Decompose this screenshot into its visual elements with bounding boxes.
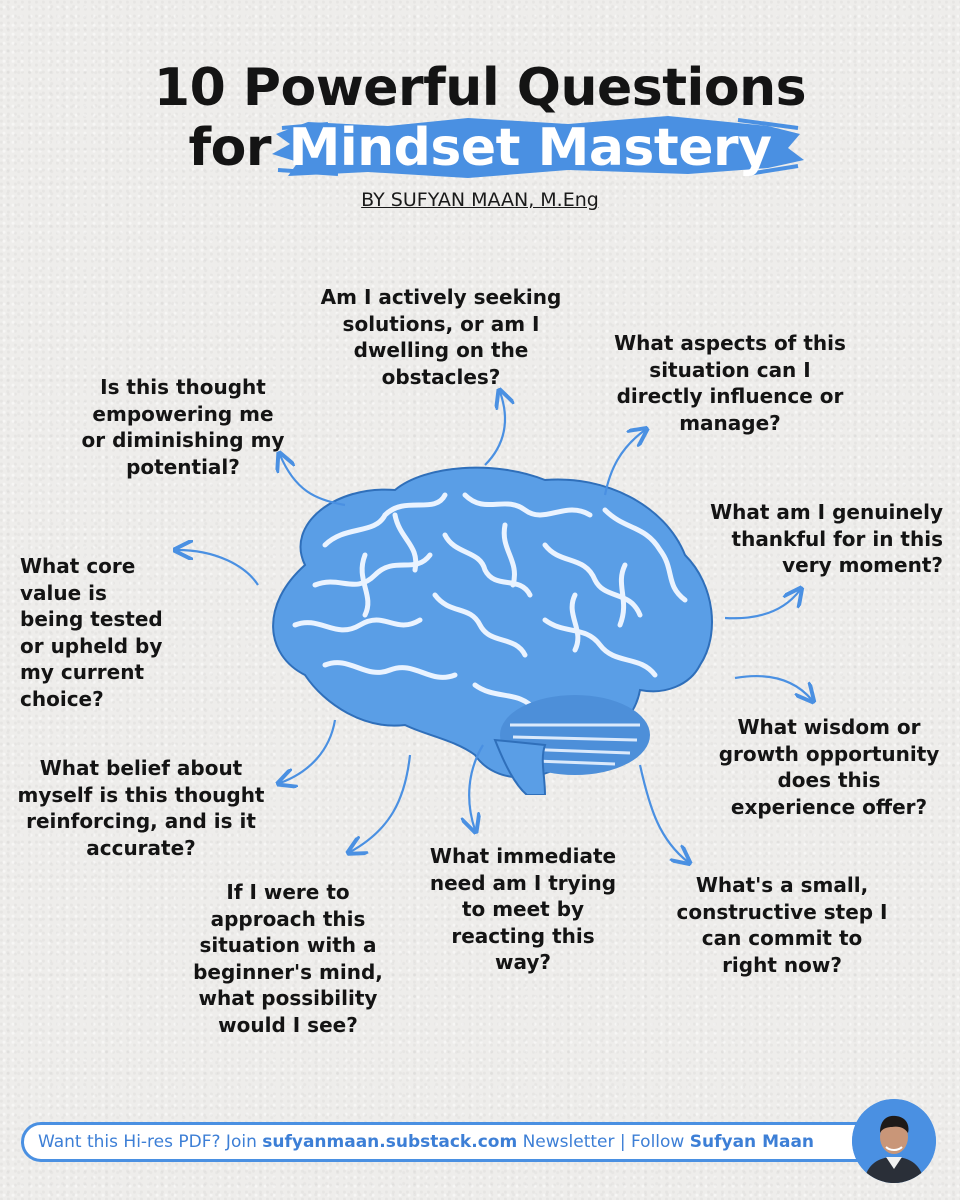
arrow-top-left [280, 455, 346, 507]
question-9: If I were to approach this situation wit… [193, 880, 383, 1037]
arrow-top [484, 392, 505, 466]
footer-link[interactable]: sufyanmaan.substack.com [262, 1132, 518, 1152]
title-line-2: for Mindset Mastery [0, 116, 960, 180]
footer-banner[interactable]: Want this Hi-res PDF? Join sufyanmaan.su… [21, 1122, 901, 1162]
title-highlight: Mindset Mastery [288, 118, 772, 178]
question-8: What immediate need am I trying to meet … [429, 844, 617, 974]
footer-author-name[interactable]: Sufyan Maan [689, 1132, 815, 1152]
arrow-right-upper [724, 590, 800, 620]
question-2: What aspects of this situation can I dir… [614, 331, 846, 435]
arrow-left-upper [177, 550, 259, 586]
arrow-right-lower [734, 674, 812, 700]
title-line-1: 10 Powerful Questions [153, 58, 807, 118]
footer-part-1: Want this Hi-res PDF? Join [38, 1132, 263, 1152]
arrow-bottom-mid [469, 744, 484, 830]
question-7: What belief about myself is this thought… [17, 756, 265, 860]
title-for: for [188, 118, 271, 178]
question-10: What's a small, constructive step I can … [676, 873, 888, 977]
avatar-portrait-icon [852, 1099, 936, 1183]
question-4: What am I genuinely thankful for in this… [710, 500, 943, 577]
arrow-bottom-right [638, 764, 688, 862]
brain-illustration [272, 466, 713, 795]
author-avatar[interactable] [852, 1099, 936, 1183]
footer-text: Want this Hi-res PDF? Join sufyanmaan.su… [38, 1125, 814, 1159]
arrow-top-right [603, 430, 645, 496]
footer-part-2: Newsletter | Follow [517, 1132, 690, 1152]
question-3: Is this thought empowering me or diminis… [81, 375, 285, 479]
byline: BY SUFYAN MAAN, M.Eng [361, 189, 599, 211]
arrow-bottom-left [350, 754, 412, 852]
brush-stroke-highlight [272, 116, 804, 178]
arrow-left-lower [280, 719, 337, 783]
question-6: What wisdom or growth opportunity does t… [718, 715, 940, 819]
question-1: Am I actively seeking solutions, or am I… [320, 285, 562, 389]
question-5: What core value is being tested or uphel… [20, 554, 163, 711]
